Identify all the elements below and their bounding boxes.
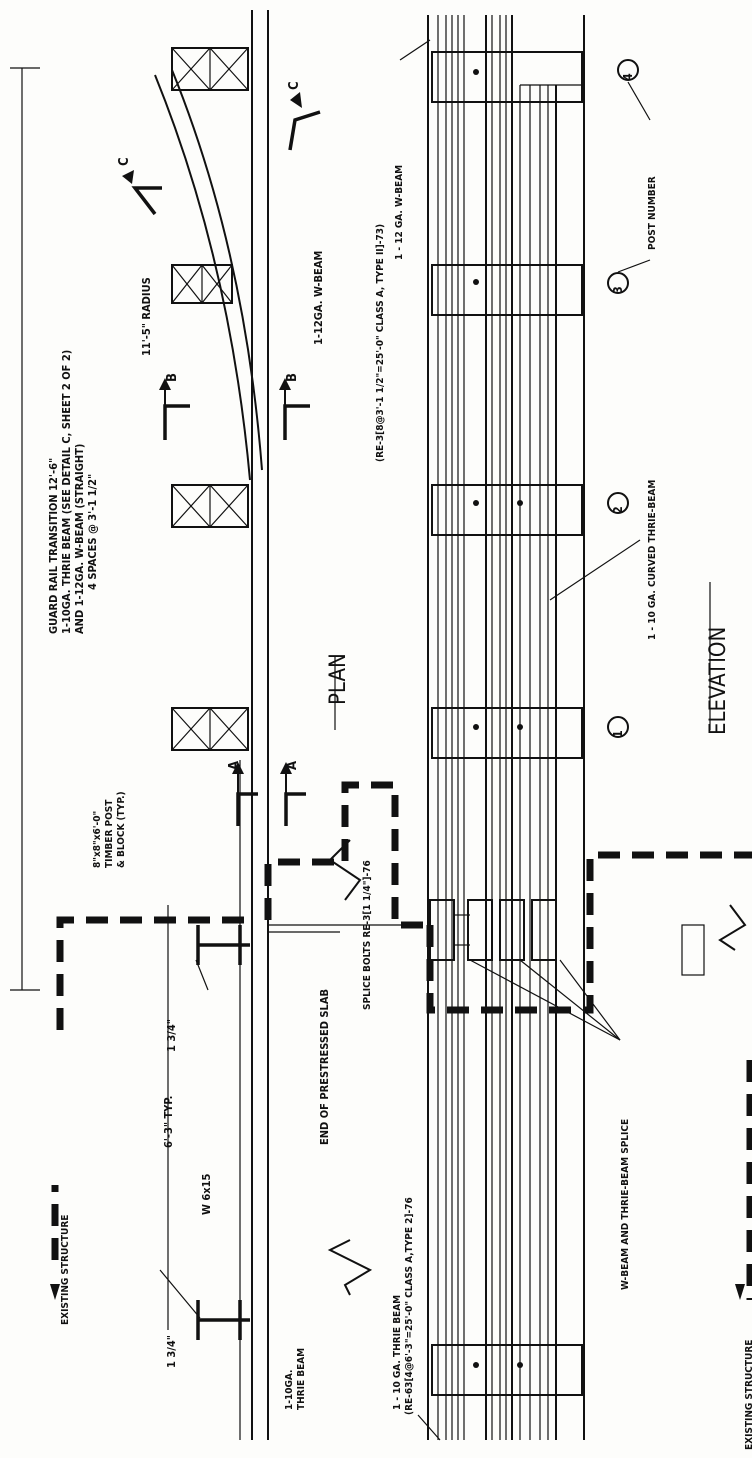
- post-number-label: POST NUMBER: [647, 176, 658, 250]
- section-c-marker: [122, 92, 321, 216]
- post-number-3-text: 3: [611, 286, 625, 294]
- abutment-hatch: [681, 924, 705, 976]
- bolt-holes: [473, 69, 523, 1368]
- post-label-2: TIMBER POST: [104, 799, 115, 868]
- curved-beam-inner: [171, 69, 263, 471]
- thrie-beam-label-1: 1-10GA.: [284, 1370, 295, 1410]
- transition-note-3: AND 1-12GA. W-BEAM (STRAIGHT): [73, 444, 86, 634]
- elevation-view: [334, 15, 752, 1441]
- w6-label: W 6x15: [200, 1173, 213, 1215]
- section-a-left: A: [227, 761, 242, 770]
- post-number-2: [607, 492, 629, 514]
- curved-beam-outer: [154, 74, 251, 481]
- timber-post-3: [171, 264, 233, 304]
- existing-structure-elevation: EXISTING STRUCTURE: [744, 1340, 752, 1450]
- elevation-post-3: [431, 264, 583, 316]
- w-beam-lines: [519, 85, 557, 1440]
- post-number-circles: [607, 59, 639, 738]
- post-number-4-text: 4: [621, 73, 635, 81]
- timber-post-2: [171, 484, 249, 528]
- post-number-1-text: 1: [611, 730, 625, 738]
- splice-bolts-label: SPLICE BOLTS RE-3[1 1/4"]-76: [362, 860, 373, 1010]
- elevation-title: ELEVATION: [706, 627, 731, 735]
- existing-structure-outline: [56, 916, 250, 1030]
- post-number-2-text: 2: [611, 506, 625, 514]
- transition-note-1: GUARD RAIL TRANSITION 12'-6": [47, 458, 60, 634]
- post-label-1: 8"x8"x6'-0": [92, 811, 103, 868]
- elevation-existing-outline: [426, 851, 752, 1014]
- existing-structure-plan: EXISTING STRUCTURE: [60, 1215, 71, 1325]
- wbeam-callout-1: 1 - 12 GA. W-BEAM: [394, 165, 405, 260]
- section-b-left: B: [165, 373, 180, 382]
- post-label-3: & BLOCK (TYP.): [116, 791, 127, 868]
- break-line: [327, 1239, 373, 1296]
- post-number-4: [617, 59, 639, 81]
- curved-thrie-label: 1 - 10 GA. CURVED THRIE-BEAM: [647, 480, 658, 640]
- elevation-post-1: [431, 707, 583, 759]
- dim-left: 1 3/4": [165, 1335, 178, 1368]
- thrie-callout-1: 1 - 10 GA. THRIE BEAM: [392, 1295, 403, 1410]
- elevation-post-end: [431, 1344, 583, 1396]
- elevation-post-4: [431, 51, 583, 103]
- thrie-beam-label-2: THRIE BEAM: [296, 1348, 307, 1410]
- thrie-beam-corrugations: [427, 15, 513, 1440]
- wbeam-label: 1-12GA. W-BEAM: [312, 251, 325, 345]
- spacing-label: 6'-3" TYP.: [162, 1096, 175, 1148]
- section-a-right: A: [285, 761, 300, 770]
- end-slab-label: END OF PRESTRESSED SLAB: [318, 989, 331, 1145]
- section-c-right: C: [287, 81, 302, 90]
- section-b-marker: [159, 378, 310, 440]
- dim-right: 1 3/4": [165, 1019, 178, 1052]
- wbeam-callout-2: (RE-3[8@3'-1 1/2"=25'-0" CLASS A, TYPE I…: [375, 224, 386, 462]
- w6-member-bottom: [196, 1300, 250, 1340]
- section-b-right: B: [285, 373, 300, 382]
- plan-view: [10, 10, 430, 1440]
- splice-plates: [429, 899, 557, 961]
- splice-label: W-BEAM AND THRIE-BEAM SPLICE: [620, 1119, 631, 1290]
- timber-post-1: [171, 707, 249, 751]
- post-number-1: [607, 716, 629, 738]
- section-a-marker: [232, 762, 306, 826]
- plan-title: PLAN: [326, 653, 351, 705]
- elevation-post-2: [431, 484, 583, 536]
- timber-post-4: [171, 47, 249, 91]
- section-c-left: C: [117, 157, 132, 166]
- transition-note-2: 1-10GA. THRIE BEAM (SEE DETAIL C, SHEET …: [60, 350, 73, 634]
- post-number-3: [607, 272, 629, 294]
- labels: GUARD RAIL TRANSITION 12'-6" 1-10GA. THR…: [47, 73, 752, 1450]
- w6-member-top: [196, 925, 250, 965]
- transition-note-4: 4 SPACES @ 3'-1 1/2": [86, 474, 99, 590]
- thrie-callout-2: (RE-63[4@6'-3"=25'-0" CLASS A,TYPE 2]-76: [404, 1197, 415, 1415]
- radius-label: 11'-5" RADIUS: [140, 277, 153, 356]
